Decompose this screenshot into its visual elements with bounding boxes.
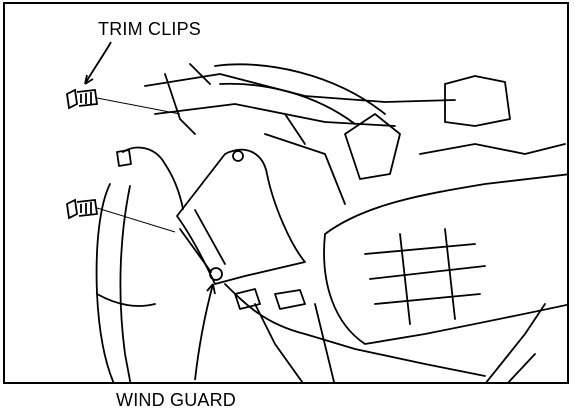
diagram-frame	[3, 2, 569, 384]
trim-clips-label: TRIM CLIPS	[96, 19, 204, 40]
trim-clip-lower	[66, 198, 99, 220]
wind-guard-part	[176, 148, 306, 285]
frame-rail	[144, 73, 456, 127]
motorcycle-drawing	[66, 63, 567, 382]
side-cover	[323, 173, 567, 345]
wind-guard-label: WIND GUARD	[114, 390, 238, 411]
left-fairing	[95, 183, 132, 382]
trim-clip-upper	[66, 88, 99, 110]
